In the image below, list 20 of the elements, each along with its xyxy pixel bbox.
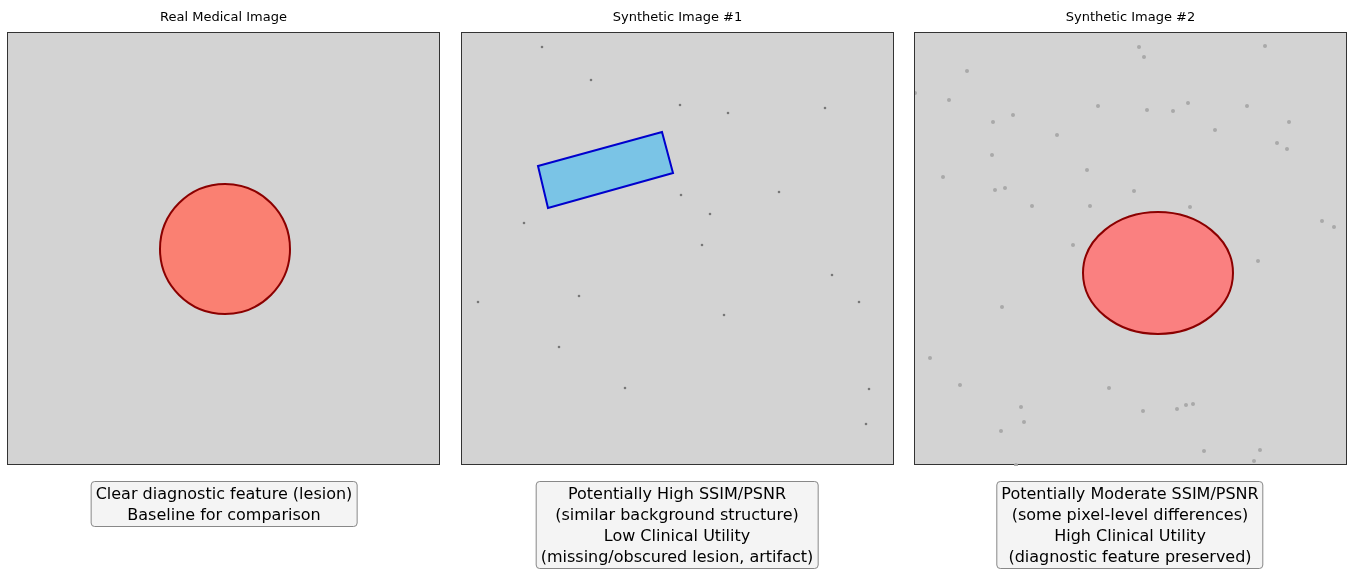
annotation-text: (diagnostic feature preserved) [1008,546,1252,567]
annotation-text: Potentially High SSIM/PSNR [567,483,787,504]
annotation-text: High Clinical Utility [1054,525,1206,546]
annotation-text: (missing/obscured lesion, artifact) [540,546,814,567]
panel-title: Synthetic Image #1 [612,8,743,25]
lesion-circle [159,183,291,315]
annotation-box [996,481,1264,569]
lesion-ellipse [1082,211,1234,335]
annotation-box [90,481,358,527]
image-panel [7,32,440,465]
annotation-text: (some pixel-level differences) [1011,504,1249,525]
panel-title: Real Medical Image [160,8,287,25]
annotation-box [535,481,819,569]
annotation-text: Low Clinical Utility [603,525,751,546]
panel-title: Synthetic Image #2 [1065,8,1196,25]
image-panel [461,32,894,465]
annotation-text: Baseline for comparison [127,504,321,525]
annotation-text: Clear diagnostic feature (lesion) [95,483,353,504]
annotation-text: Potentially Moderate SSIM/PSNR [1001,483,1259,504]
annotation-text: (similar background structure) [555,504,799,525]
